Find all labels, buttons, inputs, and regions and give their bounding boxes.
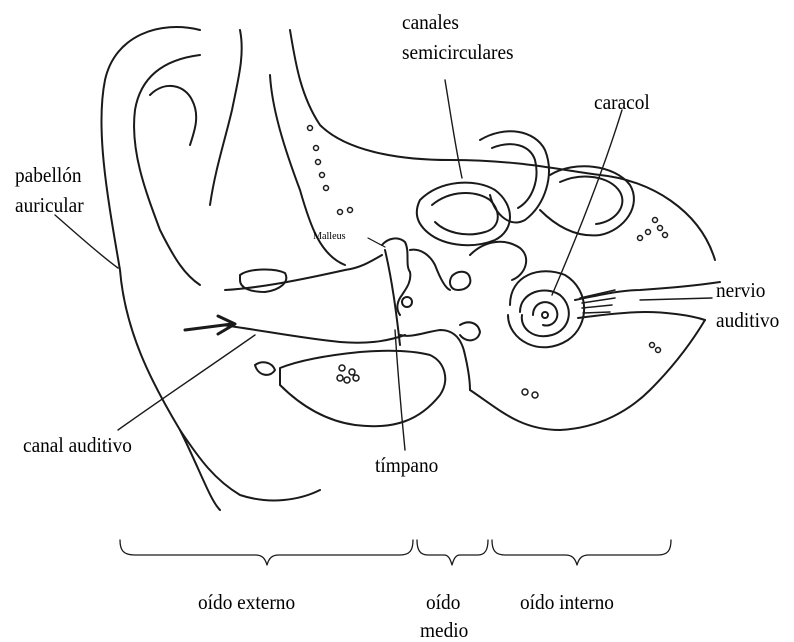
antihelix: [150, 86, 196, 145]
eustachian-tube: [470, 320, 705, 430]
leader-caracol: [552, 110, 622, 295]
pinna-inner-fold: [134, 55, 200, 285]
vestibule: [470, 242, 526, 280]
leader-pabellon: [55, 215, 118, 268]
temporal-bone-lower: [280, 351, 445, 426]
ear-canal-lower: [222, 325, 405, 343]
malleus-bone: [382, 238, 410, 315]
label-auditivo: auditivo: [716, 308, 779, 332]
semicircular-canal-1-inner: [432, 193, 498, 234]
ossicle-joint: [402, 297, 412, 307]
brace-externo: [120, 540, 413, 565]
cochlea-mid: [520, 290, 569, 336]
semicircular-canal-2-inner: [492, 144, 536, 208]
label-auricular: auricular: [15, 193, 84, 217]
label-oido-interno: oído interno: [520, 590, 614, 614]
leader-malleus: [368, 238, 385, 247]
label-malleus: Malleus: [313, 230, 346, 243]
leader-canales: [445, 80, 462, 178]
round-window: [460, 322, 480, 340]
ear-canal-upper: [225, 255, 382, 290]
speckles: [308, 126, 668, 399]
label-canales: canales: [402, 10, 459, 34]
semicircular-canal-1: [417, 183, 510, 246]
label-oido-medio-2: medio: [420, 618, 468, 642]
cochlea-inner: [533, 302, 557, 325]
label-semicirculares: semicirculares: [402, 40, 514, 64]
cochlea-center: [542, 312, 548, 318]
incus-bone: [410, 250, 450, 290]
label-timpano: tímpano: [375, 453, 438, 477]
label-nervio: nervio: [716, 278, 765, 302]
eardrum-line: [385, 250, 400, 345]
middle-ear-cavity: [400, 330, 470, 390]
label-oido-medio-1: oído: [426, 590, 460, 614]
auditory-nerve-1: [575, 282, 720, 300]
label-pabellon: pabellón: [15, 163, 82, 187]
label-oido-externo: oído externo: [198, 590, 295, 614]
canal-fold: [240, 269, 286, 292]
small-cavity: [255, 362, 275, 375]
brace-medio: [417, 540, 488, 565]
label-canal-auditivo: canal auditivo: [23, 433, 132, 457]
stapes-bone: [450, 272, 470, 290]
lobule: [180, 430, 320, 500]
leader-timpano: [395, 330, 405, 450]
brace-interno: [492, 540, 671, 565]
concha: [210, 30, 242, 205]
label-caracol: caracol: [594, 90, 650, 114]
leader-nervio: [640, 298, 712, 300]
